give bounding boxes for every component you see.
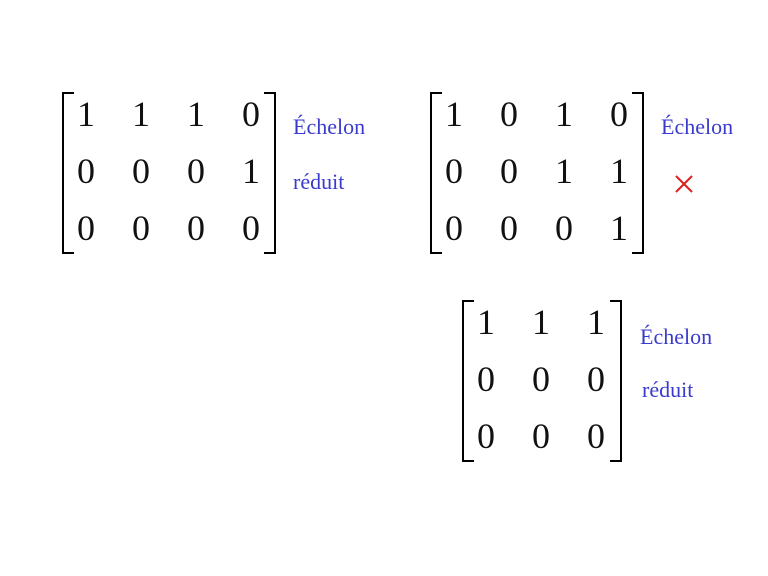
matrix-3-cell-r1c1: 1 (477, 302, 495, 342)
matrix-1-cell-r2c2: 0 (132, 151, 150, 191)
matrix-1-label-echelon: Échelon (293, 114, 366, 139)
right-bracket (632, 92, 644, 254)
matrix-3-cell-r3c2: 0 (532, 416, 550, 456)
matrix-1-cell-r1c4: 0 (242, 94, 260, 134)
matrix-3-cell-r2c1: 0 (477, 359, 495, 399)
left-bracket (430, 92, 442, 254)
matrix-3-cell-r3c3: 0 (587, 416, 605, 456)
matrix-3-cell-r2c2: 0 (532, 359, 550, 399)
matrix-2-cell-r2c1: 0 (445, 151, 463, 191)
matrix-3-cell-r1c2: 1 (532, 302, 550, 342)
matrix-1-cell-r3c4: 0 (242, 208, 260, 248)
matrix-1-cell-r2c4: 1 (242, 151, 260, 191)
matrix-1-cell-r3c1: 0 (77, 208, 95, 248)
matrix-3-cell-r1c3: 1 (587, 302, 605, 342)
matrix-2-cell-r3c2: 0 (500, 208, 518, 248)
matrix-2-cell-r2c3: 1 (555, 151, 573, 191)
matrix-1-cell-r2c1: 0 (77, 151, 95, 191)
matrix-2-cell-r3c1: 0 (445, 208, 463, 248)
matrix-2-cell-r3c3: 0 (555, 208, 573, 248)
matrix-3-label-echelon: Échelon (640, 324, 713, 349)
matrix-2-cell-r2c2: 0 (500, 151, 518, 191)
matrix-2-label-echelon: Échelon (661, 114, 734, 139)
matrix-3-cell-r3c1: 0 (477, 416, 495, 456)
matrix-2-cell-r1c4: 0 (610, 94, 628, 134)
matrix-3-cell-r2c3: 0 (587, 359, 605, 399)
left-bracket (62, 92, 74, 254)
matrix-1-cell-r3c3: 0 (187, 208, 205, 248)
matrix-2-cell-r1c3: 1 (555, 94, 573, 134)
matrix-1-label-reduit: réduit (293, 169, 345, 194)
cross-icon (673, 173, 695, 195)
matrix-2-cell-r1c2: 0 (500, 94, 518, 134)
right-bracket (610, 300, 622, 462)
matrix-1-cell-r1c3: 1 (187, 94, 205, 134)
right-bracket (264, 92, 276, 254)
matrix-2-cell-r2c4: 1 (610, 151, 628, 191)
matrix-1-cell-r1c1: 1 (77, 94, 95, 134)
matrix-1-cell-r2c3: 0 (187, 151, 205, 191)
left-bracket (462, 300, 474, 462)
matrix-1-cell-r3c2: 0 (132, 208, 150, 248)
matrix-2: 1 0 1 0 0 0 1 1 0 0 0 1 (430, 92, 644, 254)
matrix-3-label-reduit: réduit (642, 377, 694, 402)
matrix-2-cell-r1c1: 1 (445, 94, 463, 134)
matrix-1-cell-r1c2: 1 (132, 94, 150, 134)
matrix-1: 1 1 1 0 0 0 0 1 0 0 0 0 (62, 92, 276, 254)
matrix-2-cell-r3c4: 1 (610, 208, 628, 248)
matrix-3: 1 1 1 0 0 0 0 0 0 (462, 300, 622, 462)
